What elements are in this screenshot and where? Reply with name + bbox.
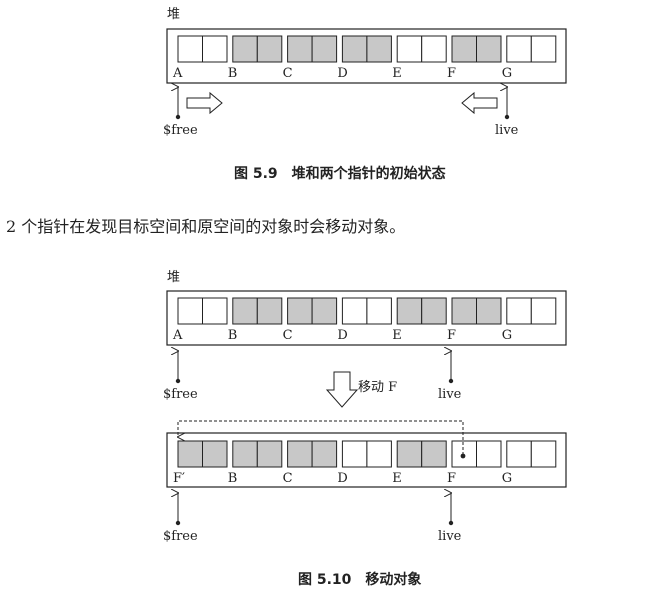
fig2-bottom-object-2-slot-0 xyxy=(287,440,313,468)
fig2-bottom-object-6-slot-0 xyxy=(506,440,532,468)
fig2-top-object-label: D xyxy=(337,328,347,343)
fig1-object-label: C xyxy=(283,66,293,81)
fig2-top-object-5-slot-1 xyxy=(476,297,502,325)
fig1-object-3-slot-1 xyxy=(366,35,392,63)
fig1-object-label: G xyxy=(502,66,512,81)
fig2-bottom-object-label: B xyxy=(228,471,238,486)
fig2-bottom-object-5-slot-1 xyxy=(476,440,502,468)
fig2-bottom-object-label: E xyxy=(392,471,402,486)
fig2-bottom-live-pointer-dot xyxy=(448,520,454,526)
fig2-top-object-1-slot-0 xyxy=(232,297,258,325)
fig1-object-2-slot-1 xyxy=(311,35,338,63)
fig2-bottom-object-1-slot-0 xyxy=(232,440,258,468)
fig1-object-6-slot-1 xyxy=(530,35,557,63)
fig2-top-object-0-slot-0 xyxy=(177,297,203,325)
fig2-top-object-3-slot-0 xyxy=(341,297,368,325)
fig2-bottom-object-label: F′ xyxy=(173,471,185,486)
fig2-bottom-object-1-slot-1 xyxy=(256,440,283,468)
fig1-object-label: B xyxy=(228,66,238,81)
fig2-bottom-object-4-slot-1 xyxy=(421,440,447,468)
fig1-free-pointer-dot xyxy=(175,114,181,120)
fig2-top-object-4-slot-1 xyxy=(421,297,447,325)
fig1-object-0-slot-1 xyxy=(202,35,228,63)
fig1-object-4-slot-1 xyxy=(421,35,447,63)
fig2-bottom-object-label: F xyxy=(447,471,456,486)
fig1-object-6-slot-0 xyxy=(506,35,532,63)
fig1-object-1-slot-1 xyxy=(256,35,283,63)
fig2-top-object-label: C xyxy=(283,328,293,343)
fig1-object-label: F xyxy=(447,66,456,81)
fig2-bottom-live-label: live xyxy=(438,529,462,544)
fig2-caption: 图 5.10 移动对象 xyxy=(298,571,421,588)
fig1-object-5-slot-1 xyxy=(476,35,502,63)
fig2-top-object-label: B xyxy=(228,328,238,343)
fig2-top-object-label: E xyxy=(392,328,402,343)
fig2-bottom-heap-frame xyxy=(166,432,567,488)
fig2-top-object-3-slot-1 xyxy=(366,297,392,325)
fig1-heap-frame xyxy=(166,28,567,84)
fig2-bottom-object-3-slot-0 xyxy=(341,440,368,468)
fig1-object-1-slot-0 xyxy=(232,35,258,63)
fig2-bottom-object-label: G xyxy=(502,471,512,486)
fig1-object-3-slot-0 xyxy=(341,35,368,63)
fig2-bottom-object-3-slot-1 xyxy=(366,440,392,468)
fig1-object-2-slot-0 xyxy=(287,35,313,63)
fig2-heap-label: 堆 xyxy=(167,270,180,285)
fig2-bottom-free-label: $free xyxy=(163,529,198,544)
forwarding-pointer-dot xyxy=(460,453,466,459)
fig2-top-object-5-slot-0 xyxy=(451,297,477,325)
fig1-free-direction-arrow xyxy=(186,91,223,115)
fig2-top-live-pointer-dot xyxy=(448,378,454,384)
move-label: 移动 F xyxy=(358,380,397,395)
fig2-bottom-cells: F′ B C D E F G xyxy=(173,440,557,486)
fig2-top-free-label: $free xyxy=(163,387,198,402)
fig2-bottom-free-pointer-dot xyxy=(175,520,181,526)
fig1-live-pointer-dot xyxy=(504,114,510,120)
forwarding-pointer-line xyxy=(178,420,464,455)
fig1-free-label: $free xyxy=(163,123,198,138)
fig2-top-object-2-slot-1 xyxy=(311,297,338,325)
fig1-object-5-slot-0 xyxy=(451,35,477,63)
fig2-top-object-6-slot-0 xyxy=(506,297,532,325)
fig2-bottom-object-4-slot-0 xyxy=(396,440,423,468)
fig1-caption: 图 5.9 堆和两个指针的初始状态 xyxy=(234,165,446,182)
fig2-top-object-label: F xyxy=(447,328,456,343)
fig1-object-4-slot-0 xyxy=(396,35,423,63)
fig1-heap-label: 堆 xyxy=(167,7,180,22)
fig1-live-direction-arrow xyxy=(461,91,498,115)
move-down-arrow xyxy=(325,371,359,408)
fig2-bottom-object-2-slot-1 xyxy=(311,440,338,468)
fig2-top-object-1-slot-1 xyxy=(256,297,283,325)
fig1-object-label: E xyxy=(392,66,402,81)
fig1-cells: A B C D E F G xyxy=(172,35,557,81)
fig2-top-object-label: A xyxy=(172,328,183,343)
fig2-bottom-object-0-slot-1 xyxy=(202,440,228,468)
fig1-object-label: A xyxy=(172,66,183,81)
fig2-top-free-pointer-dot xyxy=(175,378,181,384)
fig2-bottom-object-label: C xyxy=(283,471,293,486)
body-paragraph: 2 个指针在发现目标空间和原空间的对象时会移动对象。 xyxy=(6,217,405,236)
fig2-top-cells: A B C D E F G xyxy=(172,297,557,343)
fig1-live-label: live xyxy=(495,123,519,138)
fig2-top-object-4-slot-0 xyxy=(396,297,423,325)
fig2-top-object-0-slot-1 xyxy=(202,297,228,325)
fig2-bottom-object-6-slot-1 xyxy=(530,440,557,468)
fig2-top-object-2-slot-0 xyxy=(287,297,313,325)
fig2-top-object-6-slot-1 xyxy=(530,297,557,325)
fig2-bottom-object-label: D xyxy=(337,471,347,486)
fig1-object-label: D xyxy=(337,66,347,81)
fig1-object-0-slot-0 xyxy=(177,35,203,63)
fig2-bottom-object-0-slot-0 xyxy=(177,440,203,468)
fig2-top-heap-frame xyxy=(166,290,567,346)
fig2-top-object-label: G xyxy=(502,328,512,343)
fig2-top-live-label: live xyxy=(438,387,462,402)
